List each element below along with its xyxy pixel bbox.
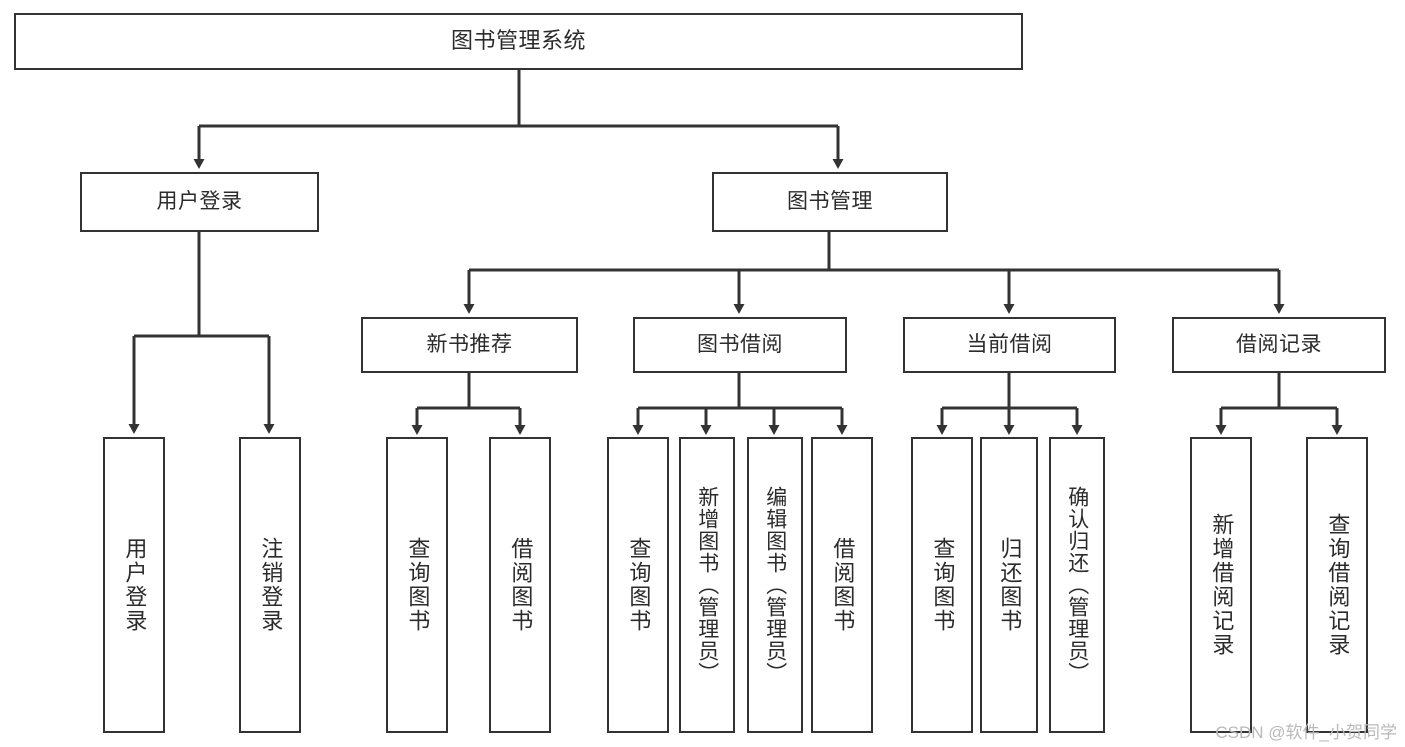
node-label: 查询图书 <box>626 537 652 633</box>
node-label: 图书借阅 <box>697 333 783 357</box>
leaf-user-login[interactable]: 用户登录 <box>103 437 165 733</box>
csdn-watermark: CSDN @软件_小贺同学 <box>1215 723 1397 742</box>
node-book-management[interactable]: 图书管理 <box>712 172 948 232</box>
node-label: 新书推荐 <box>426 333 513 357</box>
node-label: 借阅图书 <box>508 537 534 633</box>
node-label: 查询图书 <box>930 537 956 633</box>
node-root-system[interactable]: 图书管理系统 <box>14 13 1023 70</box>
leaf-current-return-book[interactable]: 归还图书 <box>980 437 1038 733</box>
node-user-login[interactable]: 用户登录 <box>80 172 319 232</box>
leaf-borrow-borrow-book[interactable]: 借阅图书 <box>811 437 873 733</box>
node-label: 注销登录 <box>258 537 284 633</box>
node-label: 新增图书（管理员） <box>695 486 719 684</box>
node-label: 借阅记录 <box>1236 333 1322 357</box>
node-label: 新增借阅记录 <box>1209 513 1235 657</box>
node-new-book-recommend[interactable]: 新书推荐 <box>361 317 578 373</box>
node-current-borrow[interactable]: 当前借阅 <box>903 317 1116 373</box>
leaf-record-query-record[interactable]: 查询借阅记录 <box>1306 437 1368 733</box>
leaf-recommend-borrow-book[interactable]: 借阅图书 <box>489 437 551 733</box>
node-label: 图书管理 <box>787 190 873 214</box>
node-label: 当前借阅 <box>966 333 1053 357</box>
leaf-record-add-record[interactable]: 新增借阅记录 <box>1190 437 1252 733</box>
leaf-current-query-book[interactable]: 查询图书 <box>911 437 973 733</box>
leaf-borrow-add-book-admin[interactable]: 新增图书（管理员） <box>679 437 735 733</box>
node-label: 图书管理系统 <box>450 28 586 54</box>
node-label: 确认归还（管理员） <box>1065 486 1089 684</box>
node-label: 归还图书 <box>997 537 1023 633</box>
leaf-borrow-edit-book-admin[interactable]: 编辑图书（管理员） <box>747 437 803 733</box>
node-label: 查询借阅记录 <box>1325 513 1351 657</box>
leaf-borrow-query-book[interactable]: 查询图书 <box>607 437 669 733</box>
node-label: 借阅图书 <box>830 537 856 633</box>
leaf-recommend-query-book[interactable]: 查询图书 <box>386 437 448 733</box>
node-label: 编辑图书（管理员） <box>763 486 787 684</box>
leaf-current-confirm-return-admin[interactable]: 确认归还（管理员） <box>1049 437 1105 733</box>
node-label: 查询图书 <box>405 537 431 633</box>
node-label: 用户登录 <box>156 190 243 214</box>
node-book-borrow[interactable]: 图书借阅 <box>633 317 847 373</box>
leaf-user-logout[interactable]: 注销登录 <box>239 437 301 733</box>
node-label: 用户登录 <box>122 537 148 633</box>
node-borrow-record[interactable]: 借阅记录 <box>1172 317 1386 373</box>
